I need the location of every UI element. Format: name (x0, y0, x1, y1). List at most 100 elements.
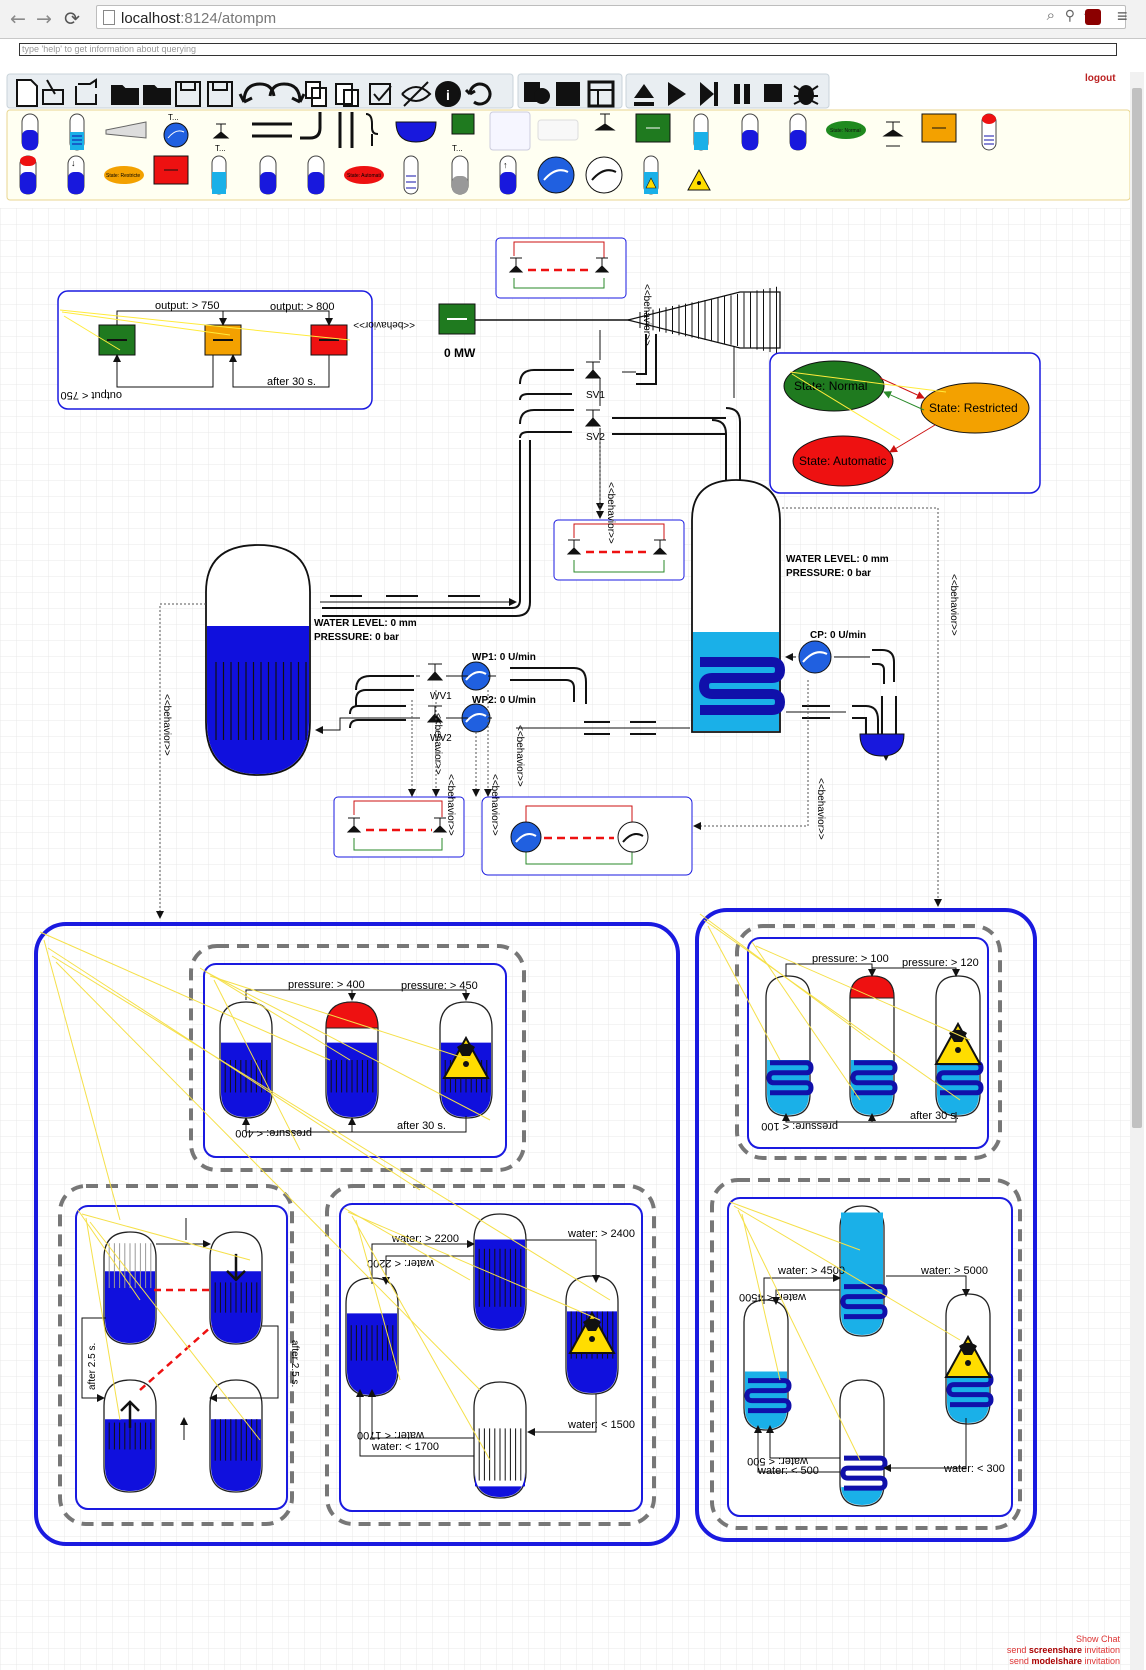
validate-icon[interactable] (369, 83, 392, 105)
palette-reactor-3[interactable] (789, 113, 807, 151)
rods-top-right-tank[interactable] (209, 1231, 263, 1345)
palette-reactor-rod-down[interactable]: ↓ (67, 155, 85, 195)
address-bar[interactable]: localhost:8124/atompm ⌕ ⚲ ☆ (96, 5, 1126, 29)
show-chat-link[interactable]: Show Chat (1075, 1634, 1120, 1644)
reload-icon[interactable]: ⟳ (64, 8, 80, 30)
water-valves[interactable]: WV1 WV2 (426, 663, 452, 744)
cw-high-tank[interactable] (839, 1205, 888, 1337)
ublock-icon[interactable] (1085, 9, 1101, 25)
pump-basin[interactable] (859, 733, 905, 757)
info-icon[interactable] (435, 81, 461, 107)
rods-top-left-tank[interactable] (103, 1231, 157, 1345)
palette-turbine[interactable] (105, 121, 147, 139)
palette-condenser-4[interactable] (403, 155, 419, 195)
layout-icon[interactable] (587, 80, 615, 108)
scrollbar-thumb[interactable] (1132, 88, 1142, 1128)
palette-reactor-grey[interactable] (451, 155, 469, 195)
eject-icon[interactable] (634, 84, 654, 106)
rw-automatic-tank[interactable] (565, 1275, 619, 1395)
rp-normal-tank[interactable] (219, 1001, 273, 1119)
save-icon[interactable] (175, 81, 201, 107)
cw-normal-tank[interactable] (743, 1299, 792, 1431)
play-icon[interactable] (668, 82, 686, 106)
rods-bottom-left-tank[interactable] (103, 1379, 157, 1493)
palette-valve-3[interactable] (882, 121, 904, 147)
debug-icon[interactable] (793, 85, 819, 105)
palette-generator-red[interactable] (153, 155, 189, 185)
palette-empty-slot-2[interactable] (537, 119, 579, 141)
pause-icon[interactable] (734, 84, 750, 104)
condenser-statechart-frame[interactable] (695, 908, 1037, 1542)
rw-normal-tank[interactable] (345, 1277, 399, 1397)
extension-icon[interactable]: ⚲ (1064, 7, 1075, 23)
water-valve-behavior-box[interactable] (333, 796, 465, 858)
screenshare-link[interactable]: send screenshare invitation (1006, 1645, 1120, 1655)
query-console[interactable]: type 'help' to get information about que… (19, 43, 1117, 56)
rw-low-tank[interactable] (473, 1381, 527, 1499)
turbine[interactable] (627, 286, 781, 354)
rp-automatic-tank[interactable] (439, 1001, 493, 1119)
palette-pump-off[interactable] (585, 156, 623, 194)
palette-condenser[interactable] (69, 113, 85, 151)
logout-link[interactable]: logout (1085, 73, 1116, 84)
palette-reactor-4[interactable] (259, 155, 277, 195)
plant-state-machine[interactable]: State: Normal State: Restricted State: A… (769, 352, 1041, 494)
step-icon[interactable] (700, 82, 718, 106)
palette-reactor-rod-up[interactable]: ↑ (499, 155, 517, 195)
save-as-icon[interactable] (207, 81, 233, 107)
share-icon[interactable] (556, 82, 580, 106)
hide-icon[interactable] (401, 81, 432, 107)
palette-state-restricted[interactable]: State: Restricte (104, 166, 144, 184)
palette-reactor-5[interactable] (307, 155, 325, 195)
palette-state-automatic[interactable]: State: Automati (344, 166, 384, 184)
palette-empty-slot[interactable] (489, 111, 531, 151)
stop-icon[interactable] (764, 84, 782, 102)
palette-generator-green[interactable]: T... (451, 113, 475, 153)
zoom-icon[interactable]: ⌕ (1046, 7, 1055, 24)
rp-restricted-tank[interactable] (325, 1001, 379, 1119)
cp-automatic-tank[interactable] (934, 975, 984, 1117)
steam-valve-behavior-box[interactable] (495, 237, 627, 299)
load-icon[interactable] (42, 79, 64, 105)
rods-bottom-right-tank[interactable] (209, 1379, 263, 1493)
cp-restricted-tank[interactable] (849, 975, 898, 1117)
palette-generator-green-2[interactable] (635, 113, 671, 143)
export-icon[interactable] (75, 78, 97, 105)
url-text[interactable]: localhost:8124/atompm (121, 10, 276, 27)
condenser[interactable]: WATER LEVEL: 0 mm PRESSURE: 0 bar (691, 479, 889, 733)
palette-reactor-blue[interactable] (21, 113, 39, 151)
palette-nuclear-warning-icon[interactable] (687, 168, 711, 191)
valve-behavior-box-2[interactable] (553, 519, 685, 581)
water-pump-behavior-box[interactable] (481, 796, 693, 876)
palette-reactor-2[interactable] (741, 113, 759, 151)
condenser-pump[interactable]: CP: 0 U/min (798, 630, 866, 674)
palette-condenser-nuclear[interactable] (643, 155, 659, 195)
palette-state-normal[interactable]: State: Normal (826, 121, 866, 139)
generator-statechart[interactable]: output: > 750 output: > 800 after 30 s. … (57, 290, 373, 410)
generator[interactable]: 0 MW (438, 303, 476, 360)
menu-icon[interactable]: ≡ (1117, 6, 1128, 26)
reactor-vessel[interactable]: WATER LEVEL: 0 mm PRESSURE: 0 bar (205, 544, 417, 776)
scrollbar[interactable] (1130, 72, 1144, 1670)
new-file-icon[interactable] (16, 79, 38, 107)
palette-pump-basin[interactable] (395, 121, 437, 143)
palette-generator-orange[interactable] (921, 113, 957, 143)
palette-condenser-red[interactable] (981, 113, 997, 151)
palette-valve-2[interactable] (594, 113, 616, 131)
palette-pipe-straight[interactable] (252, 122, 292, 138)
steam-valves[interactable]: SV1 SV2 (584, 361, 605, 443)
forward-icon[interactable]: → (36, 8, 52, 30)
copy-icon[interactable] (305, 81, 327, 107)
palette-pipe-t[interactable] (365, 113, 379, 146)
paste-icon[interactable] (335, 83, 359, 107)
cw-automatic-tank[interactable] (944, 1293, 994, 1425)
palette-valve[interactable]: T... (212, 123, 230, 153)
palette-condenser-2[interactable] (693, 113, 709, 151)
rw-high-tank[interactable] (473, 1213, 527, 1331)
palette-pump-2[interactable] (537, 156, 575, 194)
cw-low-tank[interactable] (839, 1379, 888, 1507)
palette-condenser-3[interactable] (211, 155, 227, 195)
refresh-icon[interactable] (464, 82, 492, 106)
open-folder-icon[interactable] (111, 85, 139, 105)
